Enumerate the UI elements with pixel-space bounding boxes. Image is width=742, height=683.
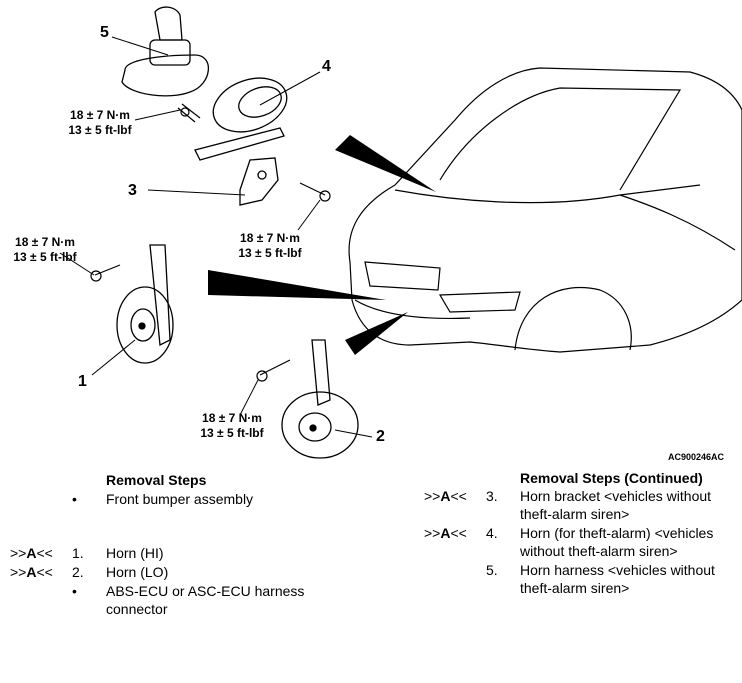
headlight [438, 291, 521, 313]
leader-torque-mid [297, 199, 321, 231]
bullet: • [72, 583, 77, 599]
leader-torque-left [59, 252, 95, 276]
step-text-cont: theft-alarm siren> [520, 506, 630, 522]
left-list-heading: Removal Steps [106, 472, 207, 488]
callout-5: 5 [100, 24, 109, 41]
figure-code: AC900246AC [668, 452, 725, 462]
ref-mark: >>A<< [424, 488, 467, 504]
step-number: 4. [486, 525, 498, 541]
hood-line [394, 184, 701, 204]
step-text-cont: without theft-alarm siren> [520, 543, 678, 559]
right-list-heading: Removal Steps (Continued) [520, 470, 703, 486]
step-number: 3. [486, 488, 498, 504]
step-text-cont: theft-alarm siren> [520, 580, 630, 596]
callout-4: 4 [322, 58, 331, 75]
car-outline [348, 67, 742, 353]
exploded-view-illustration [59, 6, 742, 459]
step-text: ABS-ECU or ASC-ECU harness [106, 583, 305, 599]
harness-connector [149, 39, 191, 66]
step-text: Front bumper assembly [106, 491, 254, 507]
horn-2-bracket [311, 339, 331, 406]
pointer-wedge-middle [208, 270, 386, 300]
leader-4 [259, 71, 321, 106]
callout-3: 3 [128, 182, 137, 199]
grille [364, 261, 441, 291]
step-text: Horn (HI) [106, 545, 164, 561]
leader-1 [91, 339, 136, 376]
callout-2: 2 [376, 428, 385, 445]
step-text: Horn (for theft-alarm) <vehicles [520, 525, 714, 541]
harness-loop [121, 54, 210, 97]
ref-mark: >>A<< [10, 545, 53, 561]
leader-torque-top [134, 109, 181, 121]
ref-mark: >>A<< [10, 564, 53, 580]
pointer-wedge-lower [345, 312, 408, 355]
horn-1-bracket [149, 244, 171, 347]
pointer-wedge-upper [335, 135, 436, 192]
step-number: 1. [72, 545, 84, 561]
horn-4-body [212, 77, 288, 133]
step-number: 5. [486, 562, 498, 578]
horn-2-body [281, 391, 359, 459]
leader-5 [111, 36, 169, 56]
step-text: Horn bracket <vehicles without [520, 488, 712, 504]
leader-3 [147, 189, 246, 196]
windshield-line [439, 87, 682, 191]
leader-2 [334, 429, 373, 438]
step-number: 2. [72, 564, 84, 580]
step-text: Horn (LO) [106, 564, 169, 580]
bullet: • [72, 491, 77, 507]
step-text-cont: connector [106, 601, 168, 617]
leader-torque-bottom [239, 379, 259, 416]
bumper-line [354, 299, 471, 319]
horn-1-body [116, 286, 174, 364]
step-text: Horn harness <vehicles without [520, 562, 715, 578]
ref-mark: >>A<< [424, 525, 467, 541]
bolt-left [94, 264, 121, 276]
callout-1: 1 [78, 373, 87, 390]
bolt-bottom [259, 359, 291, 376]
horn-4-bracket [194, 127, 285, 161]
bracket-3 [239, 157, 279, 206]
front-fender [619, 194, 736, 251]
wheel-arch [514, 286, 632, 351]
